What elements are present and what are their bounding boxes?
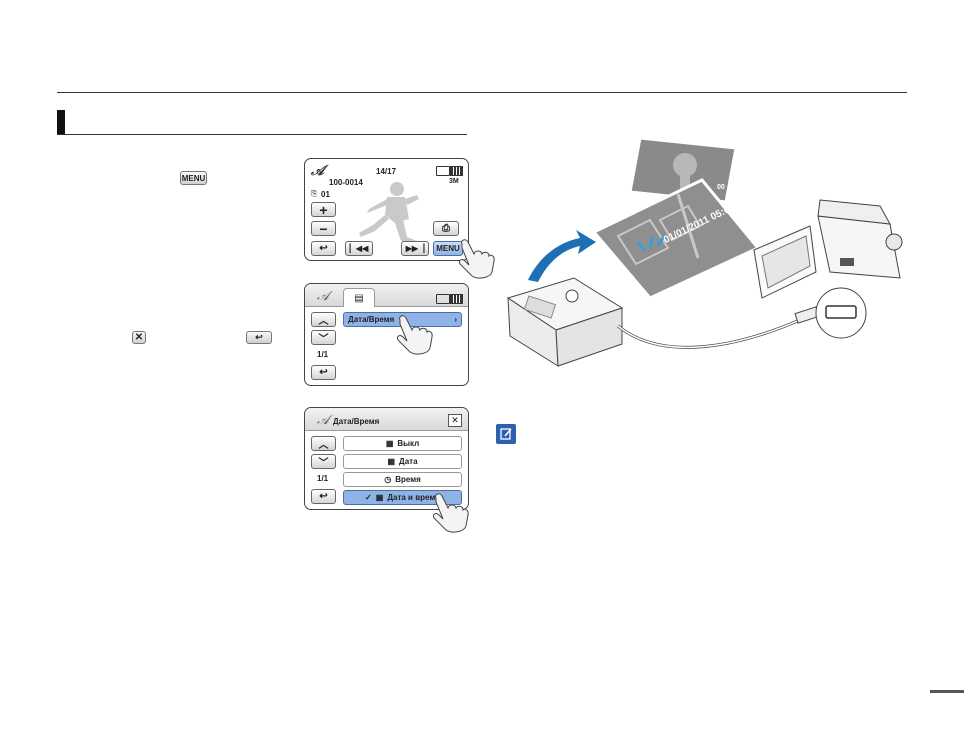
inline-return-icon: ↩ <box>246 331 272 344</box>
option-time[interactable]: ◷Время <box>343 472 462 487</box>
previous-button[interactable]: ▏◀◀ <box>345 241 373 256</box>
touch-hand-icon <box>459 239 495 279</box>
zoom-in-button[interactable]: + <box>311 202 336 218</box>
section-rule <box>57 134 467 135</box>
option-label: Выкл <box>397 439 420 448</box>
settings-list-icon: ▤ <box>354 292 364 304</box>
camcorder-image <box>753 199 903 299</box>
close-icon: ✕ <box>451 415 459 425</box>
lcd-screen-date-time: 𝒜 Дата/Время ✕ ︿ ﹀ 1/1 ↩ ▦Выкл ▦Дата ◷Вр… <box>304 407 469 510</box>
tab-settings[interactable]: ▤ <box>343 288 375 307</box>
page-indicator: 1/1 <box>317 474 329 483</box>
photo-counter: 14/17 <box>376 167 397 176</box>
touch-hand-icon <box>397 315 433 355</box>
option-label: Время <box>395 475 421 484</box>
touch-hand-icon <box>433 493 469 533</box>
zoom-out-button[interactable]: − <box>311 221 336 237</box>
scroll-up-button[interactable]: ︿ <box>311 312 336 327</box>
return-icon: ↩ <box>319 243 328 254</box>
return-button[interactable]: ↩ <box>311 365 336 380</box>
submenu-title: Дата/Время <box>333 417 380 426</box>
skip-forward-icon: ▶▶▕ <box>405 244 425 253</box>
file-number: 100-0014 <box>329 178 363 187</box>
date-time-icon: ▦ <box>375 493 384 502</box>
menu-button-label: MENU <box>436 244 460 253</box>
page-indicator: 1/1 <box>317 350 329 359</box>
date-off-icon: ▦ <box>385 439 394 448</box>
battery-icon <box>450 166 463 176</box>
menu-item-label: Дата/Время <box>348 315 395 324</box>
return-icon: ↩ <box>319 491 328 502</box>
chevron-down-icon: ﹀ <box>318 334 329 345</box>
photo-date-stamp-back: 00 <box>717 184 725 191</box>
clock-icon: ◷ <box>384 475 392 484</box>
scroll-down-button[interactable]: ﹀ <box>311 454 336 469</box>
option-date-and-time[interactable]: ✓▦Дата и время <box>343 490 462 505</box>
card-icon <box>436 166 450 176</box>
next-button[interactable]: ▶▶▕ <box>401 241 429 256</box>
lcd-screen-playback: 𝒜 14/17 100-0014 3M ⎘ 01 + − ⎙ ↩ ▏◀◀ ▶▶▕… <box>304 158 469 261</box>
checkmark-icon: ✓ <box>365 493 372 502</box>
copies-icon: ⎘ <box>311 189 318 198</box>
card-icon <box>436 294 450 304</box>
inline-menu-label: MENU <box>181 173 206 183</box>
chevron-up-icon: ︿ <box>318 440 329 451</box>
inline-close-icon: ✕ <box>132 331 146 344</box>
chevron-right-icon: › <box>454 315 457 324</box>
close-button[interactable]: ✕ <box>448 414 462 427</box>
lcd-screen-menu: 𝒜 ▤ ︿ ﹀ 1/1 ↩ Дата/Время › <box>304 283 469 386</box>
return-button[interactable]: ↩ <box>311 489 336 504</box>
skip-back-icon: ▏◀◀ <box>349 244 369 253</box>
logo-icon: 𝒜 <box>317 412 330 427</box>
header-rule <box>57 92 907 93</box>
copies-count: 01 <box>321 190 330 199</box>
submenu-header-bar <box>305 408 468 431</box>
chevron-down-icon: ﹀ <box>318 458 329 469</box>
chevron-up-icon: ︿ <box>318 316 329 327</box>
printer-camcorder-illustration <box>506 136 903 367</box>
battery-icon <box>450 294 463 304</box>
note-pencil-icon <box>496 424 516 444</box>
logo-icon: 𝒜 <box>317 288 330 303</box>
section-marker <box>57 110 65 134</box>
arrow-icon <box>528 230 596 282</box>
logo-icon: 𝒜 <box>311 162 325 178</box>
jumping-person-image <box>359 182 419 245</box>
resolution-label: 3M <box>449 178 459 185</box>
calendar-icon: ▦ <box>387 457 396 466</box>
option-label: Дата и время <box>387 493 440 502</box>
inline-menu-button-icon: MENU <box>180 171 207 185</box>
printed-photo-back <box>628 136 738 204</box>
page-number-rule <box>930 690 964 693</box>
option-date[interactable]: ▦Дата <box>343 454 462 469</box>
return-button[interactable]: ↩ <box>311 241 336 256</box>
usb-port-icon <box>825 305 857 319</box>
print-icon: ⎙ <box>442 223 450 234</box>
scroll-up-button[interactable]: ︿ <box>311 436 336 451</box>
return-icon: ↩ <box>319 367 328 378</box>
printer-image <box>506 277 624 367</box>
option-off[interactable]: ▦Выкл <box>343 436 462 451</box>
option-label: Дата <box>399 457 418 466</box>
print-button[interactable]: ⎙ <box>433 221 459 236</box>
scroll-down-button[interactable]: ﹀ <box>311 330 336 345</box>
